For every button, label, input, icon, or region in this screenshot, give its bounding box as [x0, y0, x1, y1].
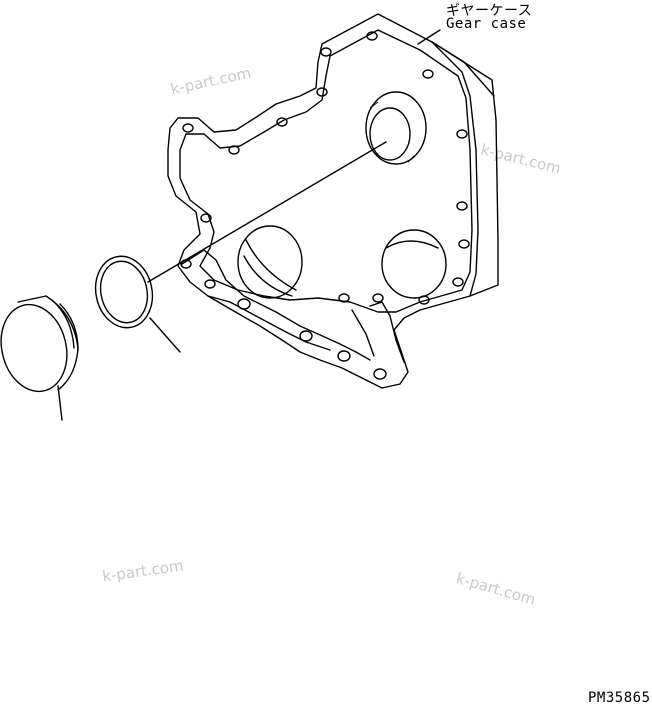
- seal-bore: [365, 91, 427, 165]
- cap-leader-line: [57, 385, 63, 421]
- seal-leader-line: [149, 317, 181, 353]
- gear-case-drawing: [167, 13, 499, 389]
- gear-case-leader-line: [417, 29, 441, 45]
- bolt-holes: [180, 31, 470, 380]
- cover-cap: [0, 295, 79, 421]
- lower-left-opening: [237, 225, 303, 299]
- oil-seal-ring: [94, 255, 181, 353]
- part-name-english: Gear case: [446, 16, 527, 32]
- assembly-leader-line: [147, 141, 387, 283]
- drawing-code: PM35865: [588, 690, 651, 706]
- lower-right-opening: [381, 229, 447, 299]
- part-name-japanese: ギヤーケース: [446, 3, 533, 19]
